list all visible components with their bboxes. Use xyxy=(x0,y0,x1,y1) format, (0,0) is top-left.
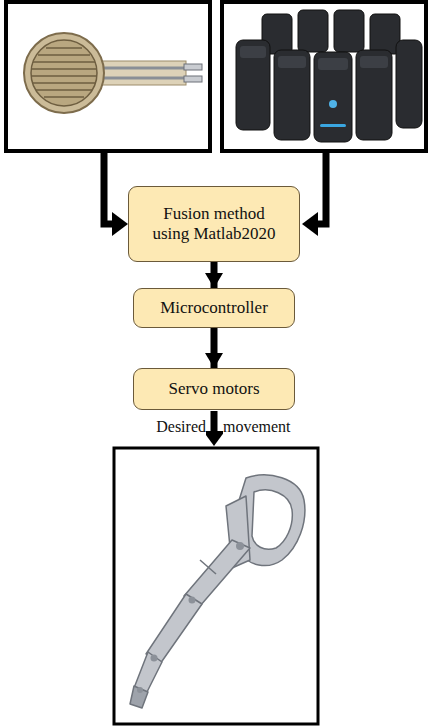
flow-arrow xyxy=(211,328,218,368)
output-label: Desired xyxy=(156,418,206,436)
box-label: Microcontroller xyxy=(160,298,268,318)
myo-armband-picture xyxy=(222,2,426,151)
process-box: Microcontroller xyxy=(133,288,295,328)
process-box: Servo motors xyxy=(133,368,295,410)
process-box: Fusion method using Matlab2020 xyxy=(128,186,300,262)
box-label: Fusion method using Matlab2020 xyxy=(148,204,280,245)
fsr-sensor-picture xyxy=(6,2,210,151)
box-label: Servo motors xyxy=(168,379,259,399)
output-label: movement xyxy=(223,418,291,436)
flow-arrow xyxy=(211,262,218,288)
exoskeleton-picture xyxy=(114,448,318,724)
output-arrow xyxy=(203,411,225,446)
